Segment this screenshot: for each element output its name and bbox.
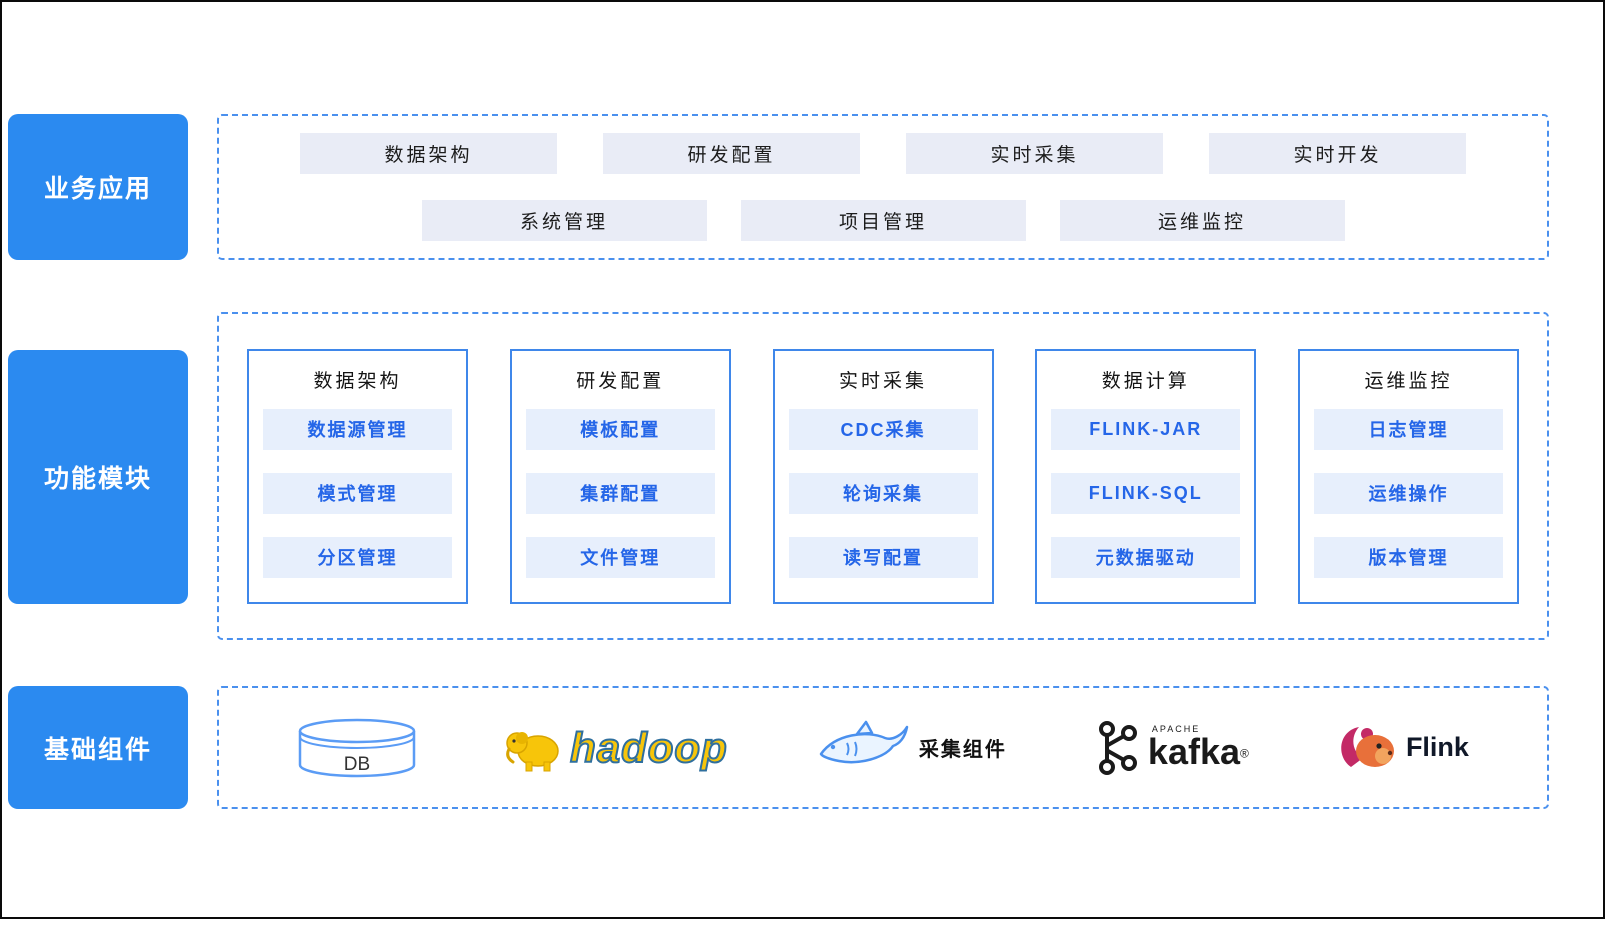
hadoop-elephant-icon: [506, 731, 559, 771]
module-column-title: 数据架构: [313, 371, 402, 392]
kafka-registered-mark: ®: [1240, 746, 1249, 761]
pill-system-management: 系统管理: [421, 200, 707, 241]
module-item: CDC采集: [788, 408, 978, 450]
pill-data-architecture: 数据架构: [300, 133, 557, 174]
hadoop-wordmark: hadoop: [569, 723, 728, 772]
pill-ops-monitoring: 运维监控: [1059, 200, 1345, 241]
module-column-title: 实时采集: [838, 371, 927, 392]
function-modules-box: 数据架构 数据源管理 模式管理 分区管理 研发配置 模板配置 集群配置 文件管理…: [217, 312, 1549, 640]
kafka-wordmark: kafka: [1147, 731, 1240, 772]
component-kafka: APACHE kafka®: [1094, 719, 1249, 777]
kafka-icon: [1098, 720, 1137, 775]
pill-realtime-dev: 实时开发: [1209, 133, 1466, 174]
component-collector: 采集组件: [815, 719, 1007, 777]
module-column-ops-monitoring: 运维监控 日志管理 运维操作 版本管理: [1298, 348, 1519, 604]
module-item: 轮询采集: [788, 472, 978, 514]
module-item: 文件管理: [525, 536, 715, 578]
module-item: 模式管理: [263, 472, 452, 514]
section-label-foundation-components: 基础组件: [8, 686, 188, 809]
module-column-title: 数据计算: [1101, 371, 1190, 392]
module-item: FLINK-JAR: [1051, 408, 1241, 450]
component-flink: Flink: [1336, 721, 1469, 775]
business-apps-row-1: 数据架构 研发配置 实时采集 实时开发: [219, 133, 1547, 174]
pill-dev-config: 研发配置: [603, 133, 860, 174]
module-column-data-architecture: 数据架构 数据源管理 模式管理 分区管理: [247, 348, 468, 604]
module-item: FLINK-SQL: [1051, 472, 1241, 514]
shark-icon: [819, 720, 909, 763]
module-item: 日志管理: [1314, 408, 1503, 450]
component-hadoop: hadoop: [504, 723, 728, 773]
module-column-dev-config: 研发配置 模板配置 集群配置 文件管理: [509, 348, 731, 604]
section-label-business-apps: 业务应用: [8, 114, 188, 260]
flink-wordmark: Flink: [1405, 732, 1469, 762]
business-apps-row-2: 系统管理 项目管理 运维监控: [219, 200, 1547, 241]
module-column-data-compute: 数据计算 FLINK-JAR FLINK-SQL 元数据驱动: [1035, 348, 1257, 604]
flink-squirrel-icon: [1341, 726, 1394, 767]
collector-label: 采集组件: [918, 739, 1007, 761]
business-apps-box: 数据架构 研发配置 实时采集 实时开发 系统管理 项目管理 运维监控: [217, 114, 1549, 260]
db-label: DB: [344, 754, 370, 775]
module-item: 分区管理: [263, 536, 452, 578]
section-label-function-modules: 功能模块: [8, 350, 188, 604]
kafka-apache-label: APACHE: [1151, 724, 1201, 734]
module-item: 模板配置: [525, 408, 715, 450]
module-item: 版本管理: [1314, 536, 1503, 578]
module-item: 元数据驱动: [1051, 536, 1241, 578]
module-item: 读写配置: [788, 536, 978, 578]
pill-project-management: 项目管理: [740, 200, 1026, 241]
database-icon: DB: [298, 718, 416, 777]
module-item: 数据源管理: [263, 408, 452, 450]
architecture-diagram: 业务应用 功能模块 基础组件 数据架构 研发配置 实时采集 实时开发 系统管理 …: [0, 0, 1605, 919]
component-db: DB: [297, 716, 417, 780]
foundation-components-box: DB hadoop 采集组件: [217, 686, 1549, 809]
module-column-realtime-collection: 实时采集 CDC采集 轮询采集 读写配置: [772, 348, 994, 604]
module-column-title: 研发配置: [576, 371, 665, 392]
module-column-title: 运维监控: [1364, 371, 1453, 392]
module-item: 运维操作: [1314, 472, 1503, 514]
pill-realtime-collection: 实时采集: [906, 133, 1163, 174]
module-item: 集群配置: [525, 472, 715, 514]
